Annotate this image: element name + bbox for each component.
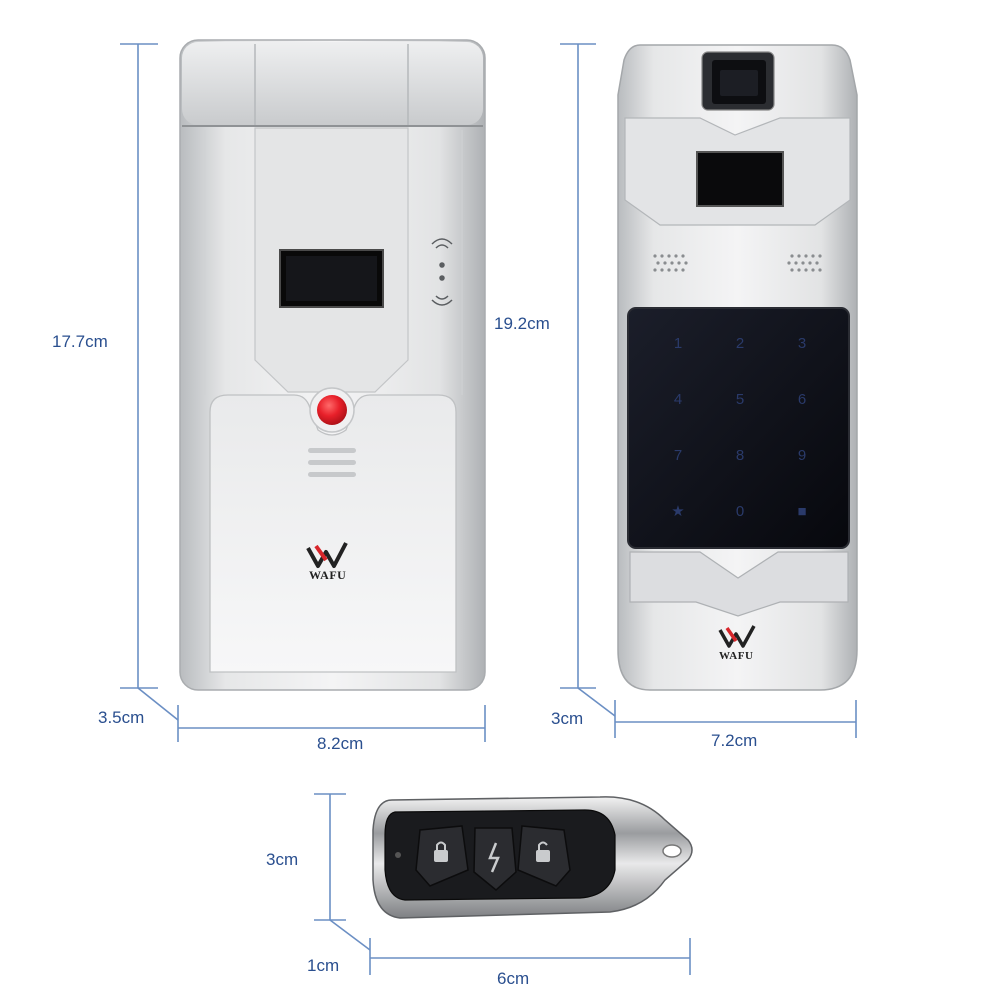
remote-lock-button[interactable] — [415, 825, 469, 887]
wireless-icon — [431, 238, 453, 306]
keypad-key[interactable]: 2 — [736, 335, 744, 352]
dim-lock-left-width: 8.2cm — [317, 734, 364, 753]
dim-remote-height: 3cm — [266, 850, 299, 869]
dim-lock-right-depth: 3cm — [551, 709, 584, 728]
red-button-icon — [317, 395, 347, 425]
speaker-left-icon — [653, 254, 688, 272]
brand-text-left: WAFU — [309, 568, 347, 582]
keypad-key[interactable]: 3 — [798, 335, 806, 352]
dim-remote-depth: 1cm — [307, 956, 340, 975]
dimension-lines — [120, 43, 857, 975]
lock-right: 1 2 3 4 5 6 7 8 9 ★ 0 ■ — [617, 44, 858, 691]
dim-lock-left-height: 17.7cm — [52, 332, 108, 351]
dim-lock-right-height: 19.2cm — [494, 314, 550, 333]
keypad-key[interactable]: 1 — [674, 335, 682, 352]
keypad-key[interactable]: ■ — [797, 503, 806, 520]
remote-alarm-button[interactable] — [473, 827, 517, 891]
lock-right-display-window — [696, 151, 784, 207]
keyring-hole — [662, 844, 682, 858]
lock-left — [179, 39, 486, 691]
dim-lock-left-depth: 3.5cm — [98, 708, 145, 727]
remote-key-fob — [372, 796, 693, 919]
keypad-key[interactable]: 9 — [798, 447, 806, 464]
touch-keypad — [627, 307, 850, 549]
keypad-key[interactable]: ★ — [671, 503, 684, 520]
wafu-logo-right-icon — [718, 625, 756, 648]
keypad-key[interactable]: 8 — [736, 447, 744, 464]
keypad-key[interactable]: 6 — [798, 391, 806, 408]
keypad-key[interactable]: 7 — [674, 447, 682, 464]
speaker-right-icon — [787, 254, 822, 272]
lock-icon — [434, 850, 448, 862]
grip-lines-icon — [308, 448, 356, 477]
lock-left-top-cap — [182, 42, 483, 125]
dim-remote-width: 6cm — [497, 969, 530, 988]
lightning-icon — [488, 842, 500, 873]
unlock-icon — [536, 850, 550, 862]
lock-left-battery-cover — [209, 394, 457, 673]
keypad-key[interactable]: 0 — [736, 503, 744, 520]
wafu-logo-icon — [306, 542, 348, 568]
remote-unlock-button[interactable] — [517, 825, 571, 887]
keypad-keys: 1 2 3 4 5 6 7 8 9 ★ 0 ■ — [671, 335, 806, 520]
keypad-key[interactable]: 5 — [736, 391, 744, 408]
brand-text-right: WAFU — [719, 650, 754, 662]
keypad-key[interactable]: 4 — [674, 391, 682, 408]
dim-lock-right-width: 7.2cm — [711, 731, 758, 750]
